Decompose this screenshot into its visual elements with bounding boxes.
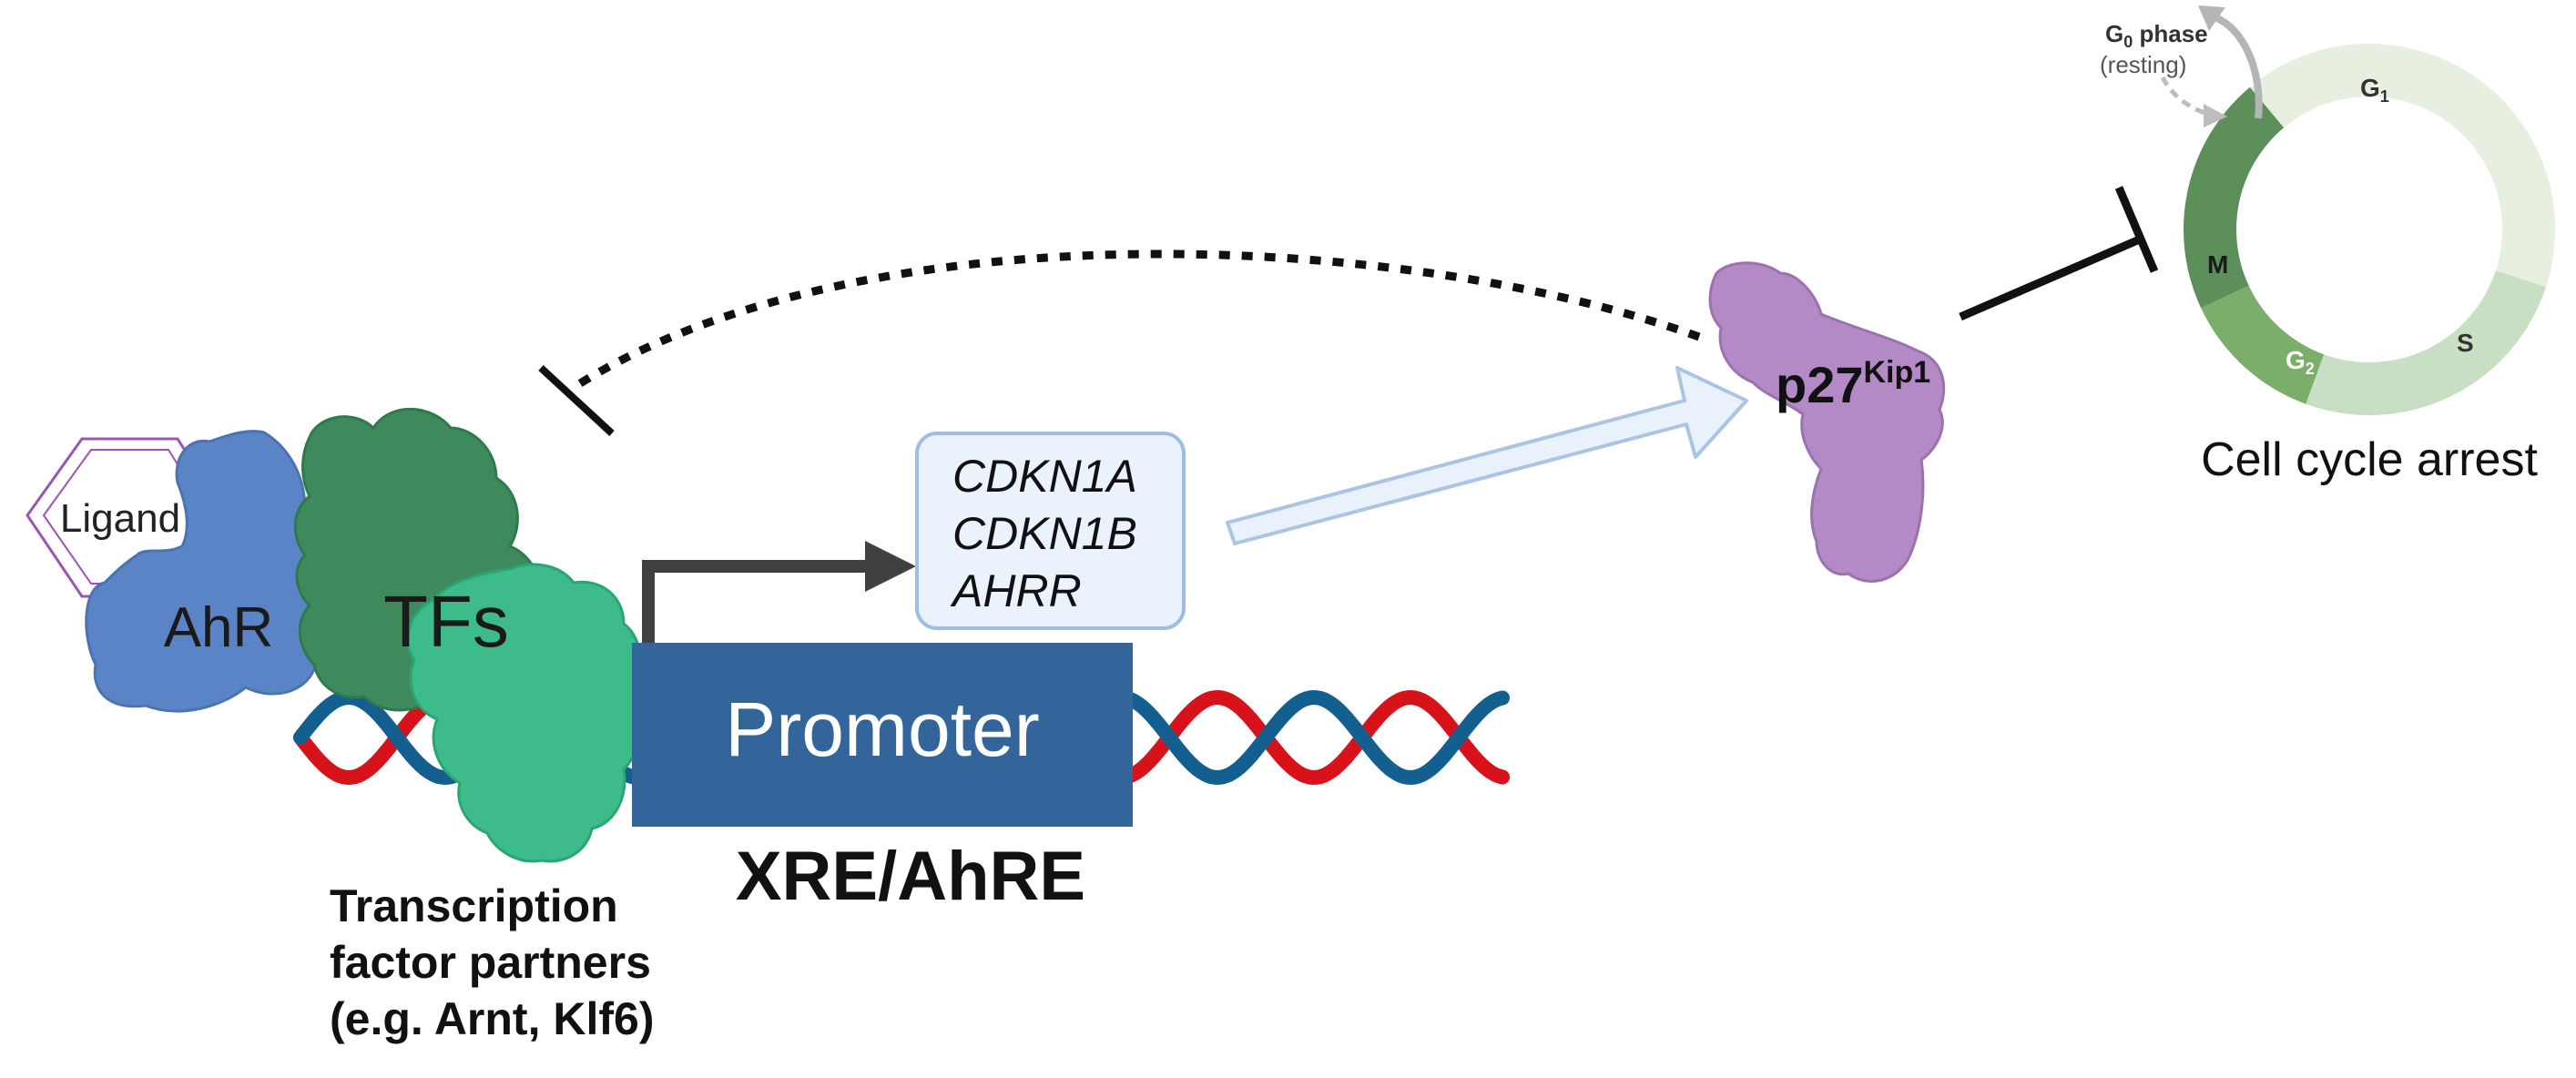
xre-label: XRE/AhRE [736,838,1085,915]
p27-label-base: p27 [1776,356,1864,413]
ahr-label: AhR [164,596,274,659]
gene-box [915,432,1186,630]
g0-entry-arrow-head [2204,104,2227,127]
cell-cycle-inhibition [1959,186,2159,321]
g0-letter: G [2105,20,2123,47]
tss-arrow-line [642,560,874,643]
tfs-label: TFs [383,581,509,662]
ligand-label: Ligand [60,496,180,541]
g0-label: G0 phase [2105,20,2208,51]
partner-protein [406,563,643,863]
s-label: S [2457,329,2474,357]
phase-m-segment [2184,86,2285,309]
promoter-label: Promoter [725,686,1039,772]
feedback-inhibition [538,249,1701,436]
ahr-protein [85,430,333,713]
p27-protein [1708,261,1946,583]
g1-letter: G [2360,74,2380,102]
g2-subscript: 2 [2306,360,2315,378]
transcription-start-arrow [642,541,916,643]
expression-arrow [1226,366,1748,545]
g0-word: phase [2133,20,2207,47]
feedback-dotted-curve [575,249,1701,389]
g0-loop-arrows [2160,5,2263,127]
resting-label: (resting) [2100,51,2186,78]
phase-g2-segment [2201,285,2325,404]
g1-subscript: 1 [2380,87,2389,106]
cell-cycle-ring [2184,43,2556,416]
g0-entry-arrow [2160,76,2212,117]
g0-exit-arrow [2211,13,2263,119]
feedback-bar [538,365,615,436]
phase-s-segment [2306,270,2547,416]
partners-label-line3: (e.g. Arnt, Klf6) [330,993,654,1044]
partners-label-line1: Transcription [330,880,618,931]
partners-label-line2: factor partners [330,937,651,988]
p27-label-superscript: Kip1 [1864,355,1931,390]
gene-cdkn1a: CDKN1A [952,451,1137,502]
phase-g1-segment [2249,43,2556,288]
cell-cycle-arrest-label: Cell cycle arrest [2201,433,2538,486]
g0-subscript: 0 [2123,33,2133,51]
g2-letter: G [2286,346,2306,374]
inhibition-bar [2114,186,2159,273]
g1-label: G1 [2360,74,2389,106]
inhibition-line [1959,234,2143,321]
promoter-box [632,643,1133,827]
tss-arrow-head [865,541,916,592]
gene-cdkn1b: CDKN1B [952,508,1137,559]
g2-label: G2 [2286,346,2315,378]
gene-ahrr: AHRR [950,565,1082,616]
p27-label: p27Kip1 [1776,355,1930,413]
g0-exit-arrow-head [2198,5,2225,31]
m-label: M [2207,250,2228,279]
